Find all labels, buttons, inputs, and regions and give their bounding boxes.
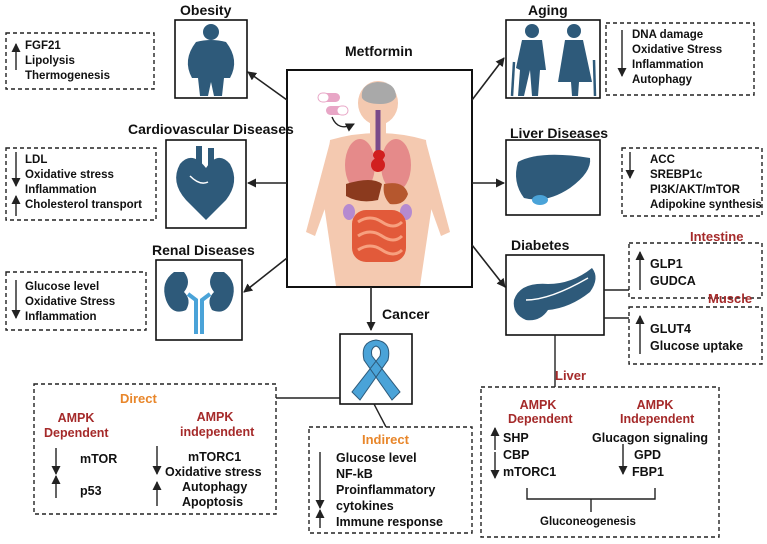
liver-diseases-title: Liver Diseases: [510, 125, 609, 141]
indirect-item: Glucose level: [336, 451, 417, 465]
obesity-item: Thermogenesis: [25, 70, 110, 82]
aging-item: Autophagy: [632, 74, 693, 86]
renal-title: Renal Diseases: [152, 242, 255, 258]
direct-independent-item: Oxidative stress: [165, 465, 262, 479]
elderly-couple-icon: [505, 19, 601, 99]
direct-independent-item: mTORC1: [188, 450, 242, 464]
liver-dependent-item: CBP: [503, 448, 530, 462]
direct-ampk-dependent-subtitle: Dependent: [44, 426, 109, 440]
liver-independent-item: FBP1: [632, 465, 664, 479]
pancreas-icon: [505, 254, 605, 336]
heart-icon: [165, 139, 247, 229]
direct-ampk-independent-subtitle: independent: [180, 425, 255, 439]
aging-title: Aging: [528, 2, 568, 18]
cancer-ribbon-icon: [339, 333, 413, 405]
lung-icon: [345, 139, 375, 191]
liver-independent-item: Glucagon signaling: [592, 431, 708, 445]
liver-ampk-independent-subtitle: Independent: [620, 412, 695, 426]
liver-ampk-independent-title: AMPK: [636, 398, 674, 412]
indirect-title: Indirect: [362, 432, 409, 447]
renal-item: Glucose level: [25, 281, 100, 293]
intestine-title: Intestine: [690, 229, 744, 244]
obesity-title: Obesity: [180, 2, 232, 18]
obesity-item: FGF21: [25, 40, 61, 52]
brain-icon: [361, 82, 396, 104]
liver-item: SREBP1c: [650, 169, 703, 181]
connector-arrows: [243, 57, 506, 331]
direct-dependent-item: p53: [80, 484, 102, 498]
liver-independent-item: GPD: [634, 448, 662, 462]
renal-item: Inflammation: [25, 311, 97, 323]
liver-ampk-dependent-subtitle: Dependent: [508, 412, 573, 426]
indirect-item: Proinflammatory: [336, 483, 436, 497]
liver-item: ACC: [650, 154, 675, 166]
direct-ampk-dependent-title: AMPK: [57, 411, 95, 425]
direct-dependent-item: mTOR: [80, 452, 118, 466]
liver-organ-icon: [346, 180, 382, 202]
liver-dependent-item: SHP: [503, 431, 529, 445]
direct-ampk-independent-title: AMPK: [196, 410, 234, 424]
cardio-item: LDL: [25, 154, 48, 166]
direct-independent-item: Apoptosis: [182, 495, 244, 509]
cardio-item: Cholesterol transport: [25, 199, 142, 211]
obesity-icon: [174, 19, 248, 99]
pill-icon: [317, 92, 349, 116]
intestine-item: GUDCA: [650, 274, 696, 288]
renal-item: Oxidative Stress: [25, 296, 116, 308]
liver-ampk-dependent-title: AMPK: [519, 398, 557, 412]
cardio-item: Inflammation: [25, 184, 97, 196]
aging-item: Oxidative Stress: [632, 44, 723, 56]
diabetes-title: Diabetes: [511, 237, 570, 253]
gluconeogenesis-label: Gluconeogenesis: [540, 516, 636, 528]
heart-organ-icon: [373, 150, 385, 166]
muscle-title: Muscle: [708, 291, 753, 306]
intestine-item: GLP1: [650, 257, 683, 271]
aging-item: Inflammation: [632, 59, 704, 71]
metformin-title: Metformin: [345, 43, 413, 59]
cancer-title: Cancer: [382, 306, 430, 322]
stomach-organ-icon: [383, 183, 408, 205]
liver-icon: [505, 139, 601, 216]
liver-item: Adipokine synthesis: [650, 199, 762, 211]
liver-item: PI3K/AKT/mTOR: [650, 184, 740, 196]
intestine-organ-icon: [352, 210, 406, 262]
info-boxes: [5, 22, 763, 538]
human-body-panel: [286, 69, 473, 288]
liver-title: Liver: [555, 368, 587, 383]
indirect-item: Immune response: [336, 515, 443, 529]
cardio-item: Oxidative stress: [25, 169, 114, 181]
direct-title: Direct: [120, 391, 157, 406]
kidney-icon: [155, 259, 243, 341]
muscle-item: GLUT4: [650, 322, 691, 336]
trend-arrows: [11, 30, 645, 528]
indirect-item: NF-kB: [336, 467, 373, 481]
indirect-item: cytokines: [336, 499, 394, 513]
obesity-item: Lipolysis: [25, 55, 75, 67]
liver-dependent-item: mTORC1: [503, 465, 557, 479]
muscle-item: Glucose uptake: [650, 339, 744, 353]
aging-item: DNA damage: [632, 29, 704, 41]
direct-independent-item: Autophagy: [182, 480, 248, 494]
cardio-title: Cardiovascular Diseases: [128, 121, 294, 137]
